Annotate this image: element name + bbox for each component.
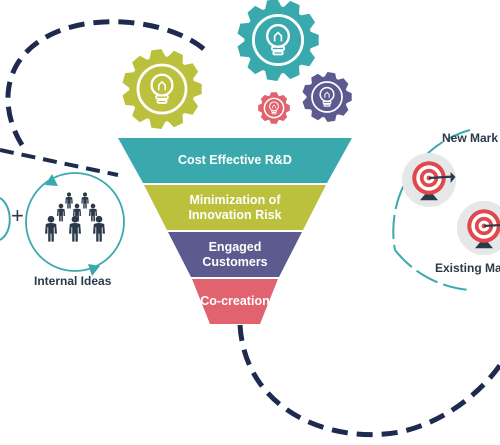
dashed-loop-top bbox=[5, 19, 207, 147]
gear-icon-teal bbox=[237, 0, 319, 81]
gear-body bbox=[258, 92, 290, 124]
internal-ideas-label: Internal Ideas bbox=[34, 274, 112, 288]
existing-market-label: Existing Ma bbox=[435, 261, 500, 275]
dashed-connector-left bbox=[0, 148, 119, 177]
target-arrow-shaft bbox=[428, 175, 453, 180]
funnel-label-1: Cost Effective R&D bbox=[143, 153, 327, 168]
target-stand bbox=[420, 189, 438, 201]
funnel-label-2-line2: Innovation Risk bbox=[188, 208, 282, 222]
new-market-label: New Mark bbox=[442, 131, 499, 145]
people-group-icon bbox=[45, 192, 105, 242]
far-left-arc bbox=[0, 197, 11, 241]
target-icon-bottom bbox=[457, 201, 500, 255]
funnel-layer-3 bbox=[168, 232, 302, 277]
left-circle-arrow-bottom bbox=[88, 264, 100, 276]
left-circle-arrow-top bbox=[45, 174, 58, 186]
target-arrow-shaft bbox=[483, 223, 500, 228]
gear-icon-pink bbox=[258, 92, 290, 124]
funnel-layer-2 bbox=[144, 185, 326, 230]
gear-body bbox=[302, 72, 352, 122]
plus-sign: + bbox=[11, 203, 24, 228]
gear-inner-ring bbox=[263, 97, 285, 119]
target-arrow-fletch bbox=[450, 172, 456, 183]
funnel-layer-1 bbox=[118, 138, 352, 183]
funnel-label-2: Minimization of Innovation Risk bbox=[167, 193, 303, 223]
dashed-loop-bottom bbox=[237, 324, 500, 438]
target-icon-top bbox=[402, 153, 456, 207]
funnel-label-4: Co-creation bbox=[192, 294, 278, 309]
gear-body bbox=[237, 0, 319, 81]
funnel-layer-4 bbox=[192, 279, 278, 324]
gear-inner-ring bbox=[251, 13, 305, 67]
gear-inner-ring bbox=[136, 63, 188, 115]
funnel-label-3-line2: Customers bbox=[202, 255, 268, 269]
gear-inner-ring bbox=[311, 81, 343, 113]
funnel-label-4-line1: Co-creation bbox=[200, 294, 270, 308]
left-circle-ring bbox=[25, 172, 125, 272]
funnel-label-2-line1: Minimization of bbox=[189, 193, 281, 207]
funnel bbox=[118, 138, 352, 324]
gear-icon-green bbox=[122, 49, 202, 129]
gear-icon-purple bbox=[302, 72, 352, 122]
funnel-label-3-line1: Engaged bbox=[208, 240, 262, 254]
funnel-label-3: Engaged Customers bbox=[191, 240, 279, 270]
funnel-label-1-line1: Cost Effective R&D bbox=[178, 153, 292, 167]
gear-body bbox=[122, 49, 202, 129]
target-stand bbox=[475, 237, 493, 249]
